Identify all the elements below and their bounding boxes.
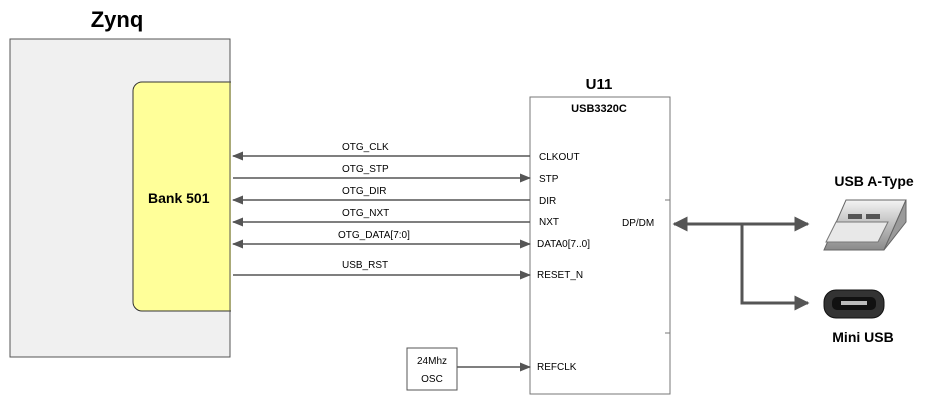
mini-usb-label: Mini USB (832, 329, 893, 345)
pin-nxt: NXT (539, 217, 559, 228)
signal-otg-clk: OTG_CLK (342, 142, 389, 153)
osc-frequency: 24Mhz (417, 356, 447, 367)
pin-reset-n: RESET_N (537, 270, 583, 281)
signal-otg-stp: OTG_STP (342, 164, 389, 175)
pin-refclk: REFCLK (537, 362, 577, 373)
signal-usb-rst: USB_RST (342, 260, 388, 271)
signal-otg-nxt: OTG_NXT (342, 208, 389, 219)
usb-a-type-label: USB A-Type (834, 173, 914, 189)
oscillator-block (406, 347, 458, 391)
mini-usb-branch-line (740, 224, 810, 311)
zynq-title: Zynq (91, 7, 144, 32)
signal-otg-data: OTG_DATA[7:0] (338, 230, 410, 241)
pin-dir: DIR (539, 196, 556, 207)
usb3320c-chip (529, 96, 671, 395)
signal-otg-dir: OTG_DIR (342, 186, 386, 197)
chip-ref: U11 (586, 76, 613, 93)
pin-dpdm: DP/DM (622, 218, 654, 229)
osc-label: OSC (421, 374, 443, 385)
pin-stp: STP (539, 174, 559, 185)
pin-clkout: CLKOUT (539, 152, 580, 163)
pin-data0: DATA0[7..0] (537, 239, 590, 250)
chip-part: USB3320C (571, 103, 627, 115)
bank-label: Bank 501 (148, 190, 210, 206)
mini-usb-connector-icon (823, 289, 885, 319)
usb-a-connector-icon (823, 199, 907, 251)
